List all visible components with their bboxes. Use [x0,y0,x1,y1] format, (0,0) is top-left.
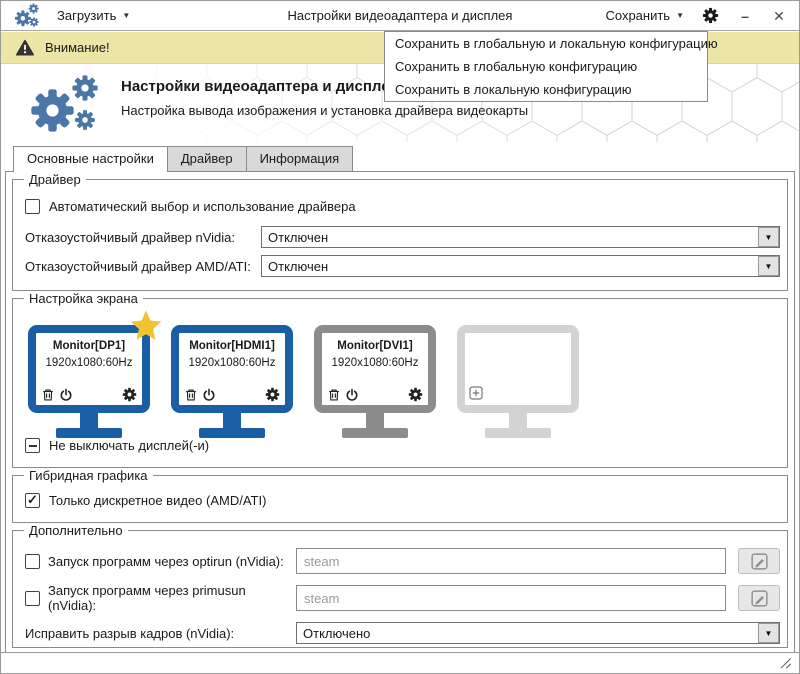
group-hybrid-title: Гибридная графика [24,468,153,483]
group-hybrid-graphics: Гибридная графика Только дискретное виде… [12,468,788,523]
auto-driver-checkbox[interactable] [25,199,40,214]
auto-driver-label: Автоматический выбор и использование дра… [49,199,356,214]
amd-failsafe-value: Отключен [268,259,329,274]
settings-gear-icon[interactable] [702,7,719,24]
warning-text: Внимание! [45,40,110,55]
monitor-base [56,428,122,438]
resize-grip[interactable] [778,656,792,669]
monitor-list: Monitor[DP1] 1920x1080:60Hz Monitor[HDMI… [28,310,579,438]
chevron-down-icon: ▼ [122,11,131,20]
monitor-screen: Monitor[HDMI1] 1920x1080:60Hz [171,325,293,413]
monitor-hdmi1[interactable]: Monitor[HDMI1] 1920x1080:60Hz [171,325,293,438]
primary-star-icon [130,310,162,340]
optirun-edit-button[interactable] [738,548,780,574]
monitor-base [199,428,265,438]
load-button[interactable]: Загрузить ▼ [57,8,130,23]
amd-failsafe-select[interactable]: Отключен ▼ [261,255,780,277]
page-subtitle: Настройка вывода изображения и установка… [121,103,529,118]
keep-display-on-label: Не выключать дисплей(-и) [49,438,210,453]
monitor-base [485,428,551,438]
edit-pencil-icon [750,589,768,607]
close-button[interactable]: ✕ [773,7,785,24]
group-screen-setup: Настройка экрана Monitor[DP1] 1920x1080:… [12,291,788,468]
group-driver-title: Драйвер [24,172,86,187]
menu-item-save-global[interactable]: Сохранить в глобальную конфигурацию [395,59,638,74]
delete-monitor-icon[interactable] [184,388,198,402]
add-monitor-icon[interactable] [469,386,483,400]
monitor-stand [509,413,527,428]
edit-pencil-icon [750,552,768,570]
group-screen-title: Настройка экрана [24,291,143,306]
monitor-screen [457,325,579,413]
nvidia-failsafe-select[interactable]: Отключен ▼ [261,226,780,248]
minimize-button[interactable]: – [741,7,749,24]
nvidia-failsafe-value: Отключен [268,230,329,245]
monitor-name: Monitor[DVI1] [337,340,413,352]
discrete-only-checkbox[interactable] [25,493,40,508]
primusun-command-input[interactable] [296,585,726,611]
power-monitor-icon[interactable] [59,388,73,402]
save-button[interactable]: Сохранить ▼ [605,8,684,23]
menu-item-save-global-and-local[interactable]: Сохранить в глобальную и локальную конфи… [395,36,718,51]
optirun-checkbox[interactable] [25,553,40,569]
monitor-stand [80,413,98,428]
primusun-edit-button[interactable] [738,585,780,611]
keep-display-on-checkbox[interactable] [25,438,40,453]
tearing-fix-label: Исправить разрыв кадров (nVidia): [25,625,235,641]
delete-monitor-icon[interactable] [41,388,55,402]
tab-panel: Драйвер Автоматический выбор и использов… [5,171,795,653]
tab-driver[interactable]: Драйвер [166,146,247,171]
dropdown-arrow-icon[interactable]: ▼ [758,623,779,643]
monitor-screen: Monitor[DP1] 1920x1080:60Hz [28,325,150,413]
optirun-label: Запуск программ через optirun (nVidia): [48,553,284,569]
monitor-name: Monitor[HDMI1] [189,340,275,352]
status-bar [1,652,799,673]
primusun-label: Запуск программ через primusun (nVidia): [48,583,246,613]
chevron-down-icon: ▼ [676,11,684,20]
tab-main-settings[interactable]: Основные настройки [13,146,168,172]
dropdown-arrow-icon[interactable]: ▼ [758,227,779,247]
monitor-empty-slot[interactable] [457,325,579,438]
monitor-base [342,428,408,438]
discrete-only-label: Только дискретное видео (AMD/ATI) [49,493,267,508]
delete-monitor-icon[interactable] [327,388,341,402]
optirun-command-input[interactable] [296,548,726,574]
nvidia-failsafe-label: Отказоустойчивый драйвер nVidia: [25,229,235,245]
menu-item-save-local[interactable]: Сохранить в локальную конфигурацию [395,82,632,97]
tab-bar: Основные настройки Драйвер Информация [13,146,354,172]
app-icon [14,3,39,27]
monitor-stand [366,413,384,428]
monitor-stand [223,413,241,428]
warning-icon [16,39,34,55]
monitor-mode: 1920x1080:60Hz [331,357,419,369]
monitor-settings-icon[interactable] [265,387,280,402]
group-additional-title: Дополнительно [24,523,128,538]
monitor-dvi1[interactable]: Monitor[DVI1] 1920x1080:60Hz [314,325,436,438]
load-button-label: Загрузить [57,8,117,23]
save-button-label: Сохранить [605,8,671,23]
monitor-mode: 1920x1080:60Hz [45,357,133,369]
power-monitor-icon[interactable] [202,388,216,402]
monitor-dp1[interactable]: Monitor[DP1] 1920x1080:60Hz [28,310,162,438]
tearing-fix-select[interactable]: Отключено ▼ [296,622,780,644]
amd-failsafe-label: Отказоустойчивый драйвер AMD/ATI: [25,258,251,274]
tearing-fix-value: Отключено [303,626,371,641]
monitor-screen: Monitor[DVI1] 1920x1080:60Hz [314,325,436,413]
title-bar: Загрузить ▼ Настройки видеоадаптера и ди… [1,1,799,31]
monitor-settings-icon[interactable] [122,387,137,402]
power-monitor-icon[interactable] [345,388,359,402]
primusun-checkbox[interactable] [25,590,40,606]
monitor-settings-icon[interactable] [408,387,423,402]
tab-information[interactable]: Информация [245,146,354,171]
app-logo [31,75,98,132]
save-menu: Сохранить в глобальную и локальную конфи… [384,31,718,102]
group-driver: Драйвер Автоматический выбор и использов… [12,172,788,291]
dropdown-arrow-icon[interactable]: ▼ [758,256,779,276]
group-additional: Дополнительно Запуск программ через opti… [12,523,788,648]
monitor-name: Monitor[DP1] [52,340,126,352]
page-title: Настройки видеоадаптера и дисплея [121,78,399,95]
monitor-mode: 1920x1080:60Hz [188,357,276,369]
